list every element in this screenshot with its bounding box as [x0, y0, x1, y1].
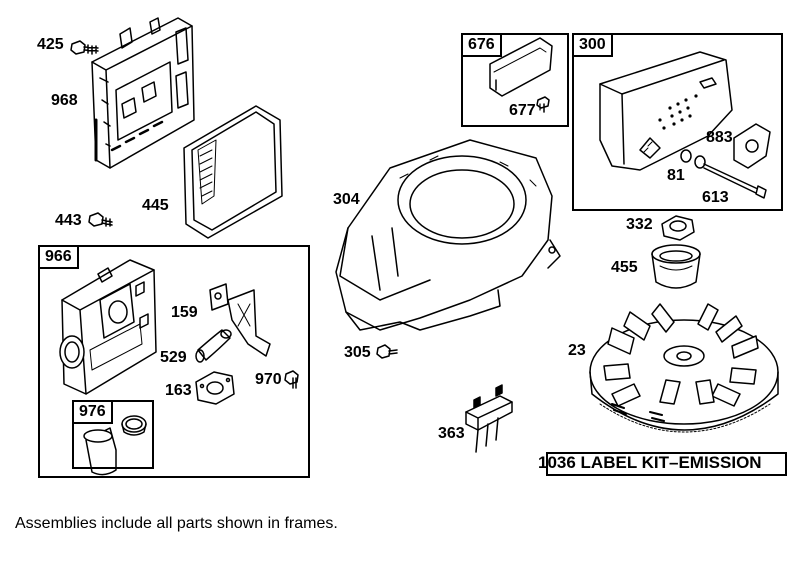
footnote: Assemblies include all parts shown in fr… — [15, 515, 338, 532]
part-label-677: 677 — [509, 102, 536, 119]
frame-676: 676 — [461, 33, 569, 127]
air-intake-966-drawing — [59, 259, 157, 395]
part-label-163: 163 — [165, 382, 192, 399]
muffler-300-drawing — [599, 51, 771, 199]
muffler-guard-676-drawing — [489, 37, 553, 113]
part-label-23: 23 — [568, 342, 586, 359]
part-label-304: 304 — [333, 191, 360, 208]
screw-970-drawing — [284, 370, 299, 389]
part-label-883: 883 — [706, 129, 733, 146]
air-cleaner-base-968-drawing — [91, 17, 195, 169]
part-label-332: 332 — [626, 216, 653, 233]
part-label-455: 455 — [611, 259, 638, 276]
frame-tag-966: 966 — [38, 245, 79, 269]
frame-300: 300 — [572, 33, 783, 211]
frame-976: 976 — [72, 400, 154, 469]
part-label-159: 159 — [171, 304, 198, 321]
part-label-529: 529 — [160, 349, 187, 366]
screw-305-drawing — [376, 344, 398, 359]
part-label-968: 968 — [51, 92, 78, 109]
frame-tag-676: 676 — [461, 33, 502, 57]
frame-tag-300: 300 — [572, 33, 613, 57]
nut-332-drawing — [661, 215, 695, 241]
screw-443-drawing — [88, 212, 113, 227]
label-kit-box — [546, 452, 787, 476]
air-filter-445-drawing — [183, 105, 283, 239]
label-kit-text: 1036 LABEL KIT–EMISSION — [538, 453, 762, 472]
gasket-163-drawing — [195, 371, 235, 405]
part-label-425: 425 — [37, 36, 64, 53]
part-label-445: 445 — [142, 197, 169, 214]
starter-cup-455-drawing — [651, 244, 701, 289]
part-label-970: 970 — [255, 371, 282, 388]
elbow-529-drawing — [195, 329, 232, 363]
blower-housing-304-drawing — [335, 139, 561, 331]
frame-tag-976: 976 — [72, 400, 113, 424]
flywheel-23-drawing — [589, 303, 779, 433]
ignition-module-363-drawing — [465, 384, 513, 453]
bracket-159-drawing — [209, 283, 271, 357]
frame-966: 966 — [38, 245, 310, 478]
filter-976-drawing — [83, 415, 147, 476]
part-label-613: 613 — [702, 189, 729, 206]
part-label-363: 363 — [438, 425, 465, 442]
part-label-443: 443 — [55, 212, 82, 229]
part-label-305: 305 — [344, 344, 371, 361]
screw-425-drawing — [70, 40, 99, 55]
part-label-81: 81 — [667, 167, 685, 184]
